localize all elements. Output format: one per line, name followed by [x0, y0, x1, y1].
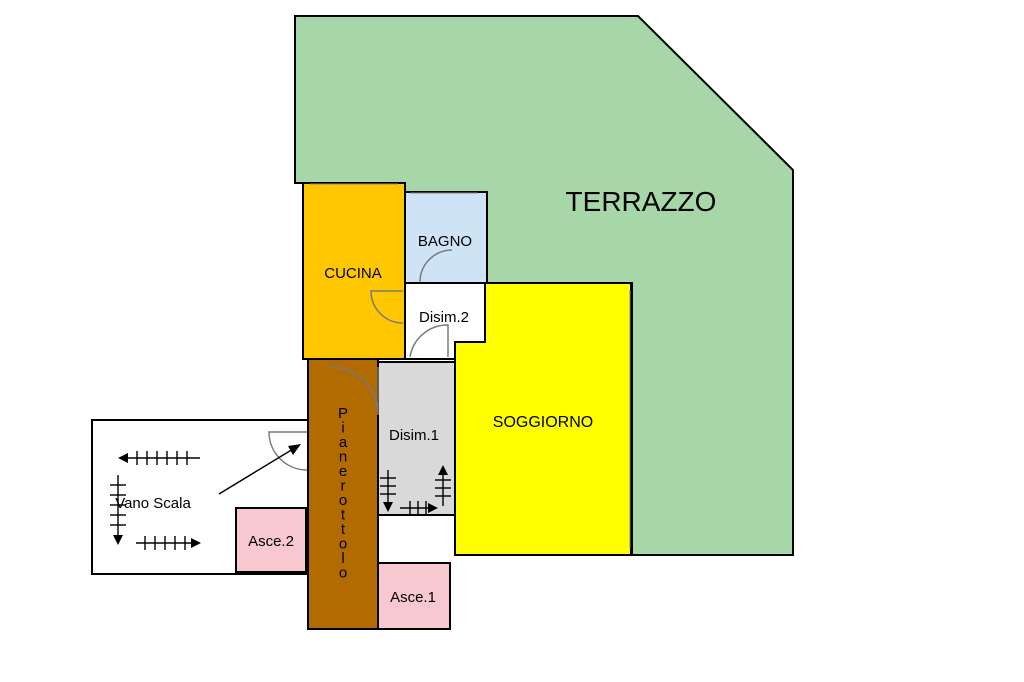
disim1-room — [377, 361, 456, 516]
bagno-room — [404, 191, 488, 284]
disim2-label: Disim.2 — [419, 309, 469, 326]
disim1-label: Disim.1 — [389, 427, 439, 444]
pianerottolo-room — [307, 358, 379, 630]
vano-scala-label: Vano Scala — [115, 495, 191, 512]
soggiorno-label: SOGGIORNO — [493, 414, 593, 431]
bagno-label: BAGNO — [418, 233, 472, 250]
terrazzo-label: TERRAZZO — [566, 186, 717, 217]
disim1-stair-symbol — [380, 465, 451, 515]
asce1-room — [377, 562, 451, 630]
cucina-room — [302, 182, 406, 360]
door-swings — [268, 249, 453, 471]
cucina-label: CUCINA — [324, 265, 382, 282]
stair-symbol — [110, 444, 301, 550]
asce2-room — [235, 507, 307, 573]
asce1-label: Asce.1 — [390, 589, 436, 606]
disim2-room — [404, 282, 486, 360]
asce2-label: Asce.2 — [248, 533, 294, 550]
